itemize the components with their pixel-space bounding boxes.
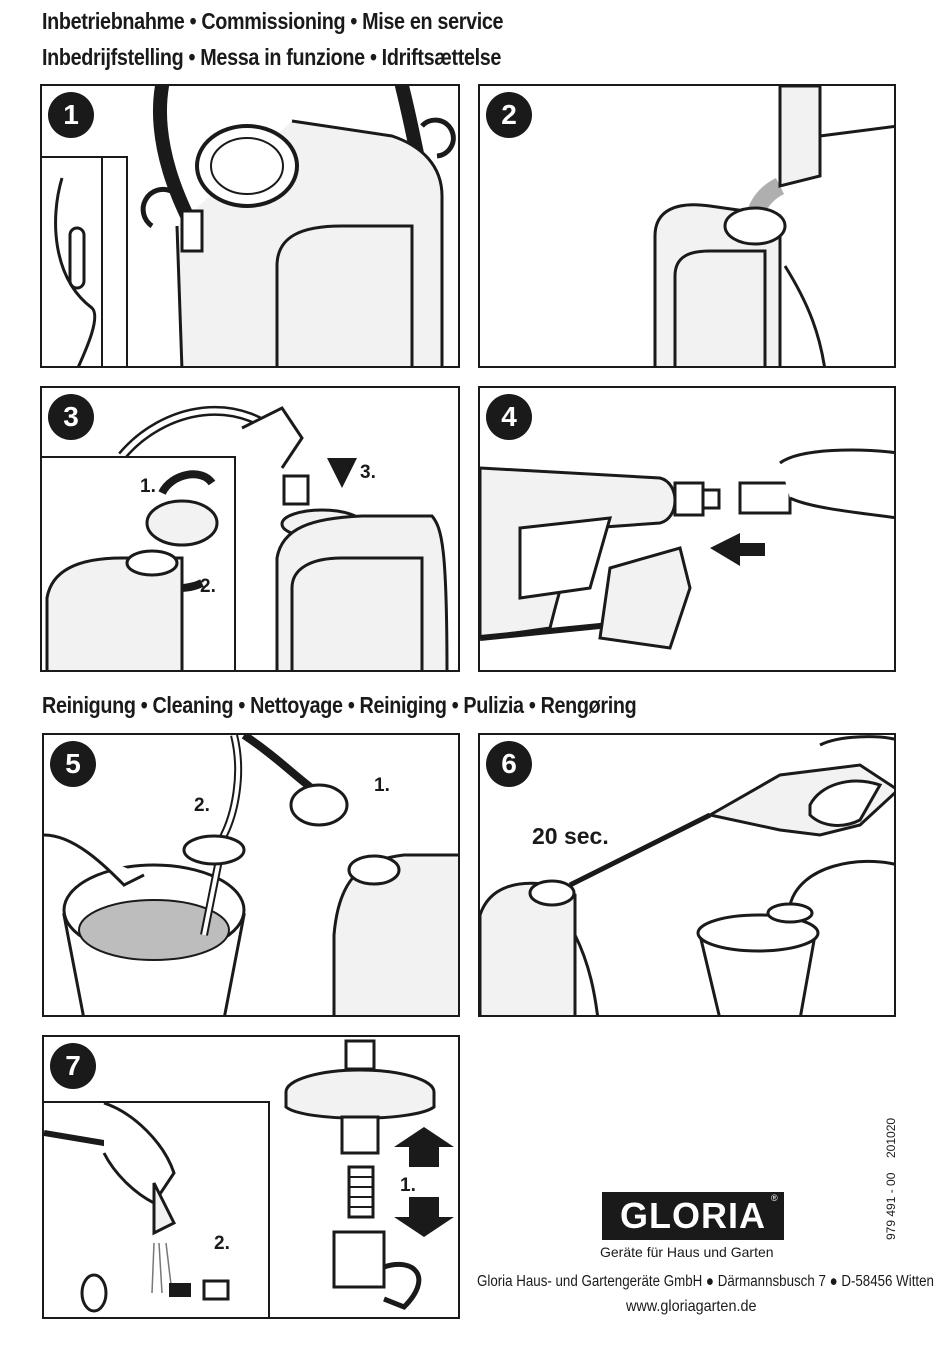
heading-commissioning-line2: Inbedrijfstelling • Messa in funzione • … <box>42 44 502 70</box>
step-number: 2 <box>486 92 532 138</box>
step-3-label-3: 3. <box>360 462 376 483</box>
heading-commissioning-line1: Inbetriebnahme • Commissioning • Mise en… <box>42 8 504 34</box>
company-website: www.gloriagarten.de <box>626 1298 757 1315</box>
step-7-inset-rinse <box>44 1101 270 1317</box>
step-3-panel: 3 1. 2. 3. <box>40 386 460 672</box>
step-1-inset-hose-clip <box>42 156 128 366</box>
company-address: Gloria Haus- und Gartengeräte GmbH ● Där… <box>477 1273 934 1290</box>
step-3-inset-cap <box>42 456 236 670</box>
cap-filter-exploded-illustration <box>284 1039 454 1310</box>
hose-connect-tank-illustration <box>118 405 449 670</box>
step-6-duration-label: 20 sec. <box>532 823 609 849</box>
registered-mark: ® <box>771 1193 778 1203</box>
gloria-logo: GLORIA <box>602 1192 784 1240</box>
step-number: 7 <box>50 1043 96 1089</box>
step-number: 1 <box>48 92 94 138</box>
rinse-filter-illustration <box>44 1103 230 1313</box>
step-number: 5 <box>50 741 96 787</box>
cleaning-bucket-illustration <box>44 735 458 1015</box>
step-6-panel: 6 20 sec. <box>478 733 896 1017</box>
step-2-panel: 2 <box>478 84 896 368</box>
hose-clip-illustration <box>54 158 103 366</box>
step-number: 6 <box>486 741 532 787</box>
step-5-label-1: 1. <box>374 775 390 796</box>
heading-cleaning: Reinigung • Cleaning • Nettoyage • Reini… <box>42 692 637 718</box>
step-1-panel: 1 <box>40 84 460 368</box>
flush-gun-illustration <box>480 735 894 1015</box>
step-4-panel: 4 <box>478 386 896 672</box>
step-7-label-2: 2. <box>214 1233 230 1254</box>
step-7-panel: 7 2. 1. <box>42 1035 460 1319</box>
step-3-label-2: 2. <box>200 576 216 597</box>
date-code: 201020 <box>884 1117 898 1158</box>
sprayer-strap-illustration <box>140 86 456 366</box>
step-5-panel: 5 2. 1. <box>42 733 460 1017</box>
step-7-label-1: 1. <box>400 1175 416 1196</box>
brand-tagline: Geräte für Haus und Garten <box>600 1244 774 1260</box>
gun-hose-connect-illustration <box>480 448 894 650</box>
cap-removal-illustration <box>45 470 219 670</box>
step-number: 3 <box>48 394 94 440</box>
step-number: 4 <box>486 394 532 440</box>
filling-tank-illustration <box>653 86 894 366</box>
document-number: 979 491 - 00 <box>884 1172 898 1240</box>
step-3-label-1: 1. <box>140 476 156 497</box>
step-5-label-2: 2. <box>194 795 210 816</box>
